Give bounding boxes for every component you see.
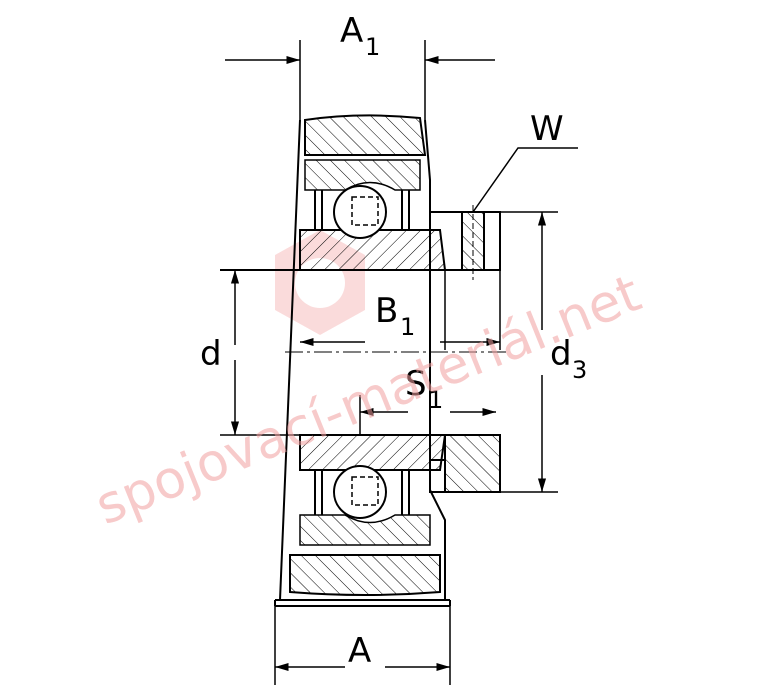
outer-ring-top — [304, 114, 427, 156]
label-d3: d — [550, 334, 572, 374]
dim-d — [220, 270, 300, 436]
label-a1: A — [340, 11, 363, 51]
label-s1-sub: 1 — [428, 386, 443, 414]
dim-b1 — [300, 270, 501, 350]
bore-lines — [220, 269, 500, 436]
dim-a — [274, 606, 451, 685]
collar-bottom — [444, 434, 501, 493]
label-b1: B — [375, 291, 398, 331]
label-d: d — [200, 334, 222, 374]
dim-d3 — [500, 211, 558, 493]
label-a: A — [348, 631, 371, 671]
label-w: W — [530, 109, 564, 149]
label-b1-sub: 1 — [400, 313, 415, 341]
dim-a1 — [225, 40, 495, 120]
w-leader — [472, 147, 578, 213]
seals — [314, 190, 410, 515]
dim-s1 — [359, 395, 496, 435]
ball-bottom-center — [351, 476, 379, 506]
inner-ring-top — [299, 229, 447, 271]
outer-ring-bottom — [289, 554, 441, 596]
label-d3-sub: 3 — [572, 356, 587, 384]
housing-outline — [274, 119, 451, 607]
label-s1: S — [405, 364, 427, 404]
ball-top-center — [351, 196, 379, 226]
outer-race-bottom — [299, 514, 431, 546]
label-a1-sub: 1 — [365, 33, 380, 61]
